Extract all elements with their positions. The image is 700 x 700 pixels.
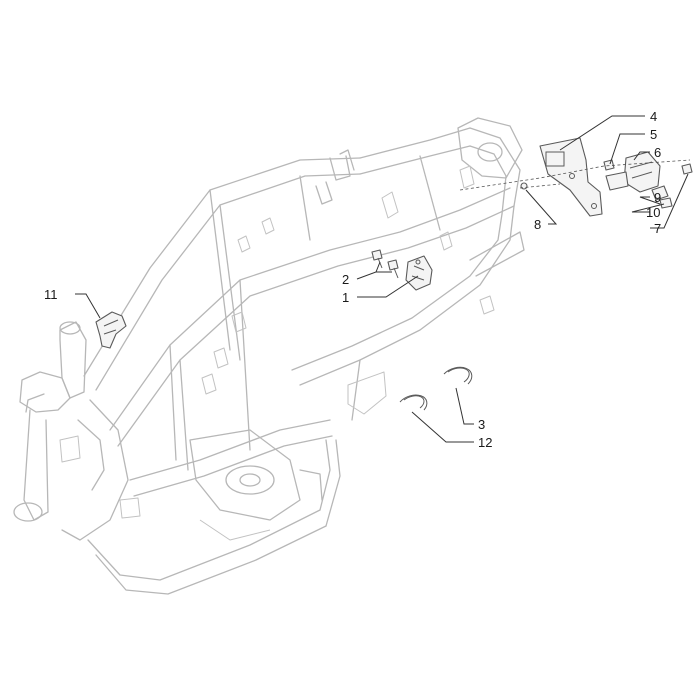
part-bracket <box>405 255 433 291</box>
part-rings <box>399 366 473 411</box>
scooter-frame <box>13 117 525 595</box>
part-screw-right <box>681 163 693 175</box>
leader-lines <box>75 115 689 443</box>
callout-5: 5 <box>650 127 657 142</box>
part-clamp <box>95 311 127 349</box>
part-actuator <box>605 151 661 193</box>
callout-10: 10 <box>646 205 660 220</box>
callout-6: 6 <box>654 145 661 160</box>
part-screw <box>603 159 615 171</box>
part-plate <box>539 137 603 217</box>
part-fittings <box>651 185 673 209</box>
callout-7: 7 <box>654 221 661 236</box>
part-bolts <box>371 249 399 279</box>
assembly-axis-line-lower <box>519 183 561 189</box>
callout-11: 11 <box>44 287 58 302</box>
callout-2: 2 <box>342 272 349 287</box>
callout-labels: 1 2 3 4 5 6 7 8 9 10 11 12 <box>44 109 661 450</box>
callout-9: 9 <box>654 190 661 205</box>
callout-4: 4 <box>650 109 657 124</box>
assembly-axis-line <box>459 159 691 191</box>
callout-1: 1 <box>342 290 349 305</box>
callout-12: 12 <box>478 435 492 450</box>
callout-8: 8 <box>534 217 541 232</box>
callout-3: 3 <box>478 417 485 432</box>
